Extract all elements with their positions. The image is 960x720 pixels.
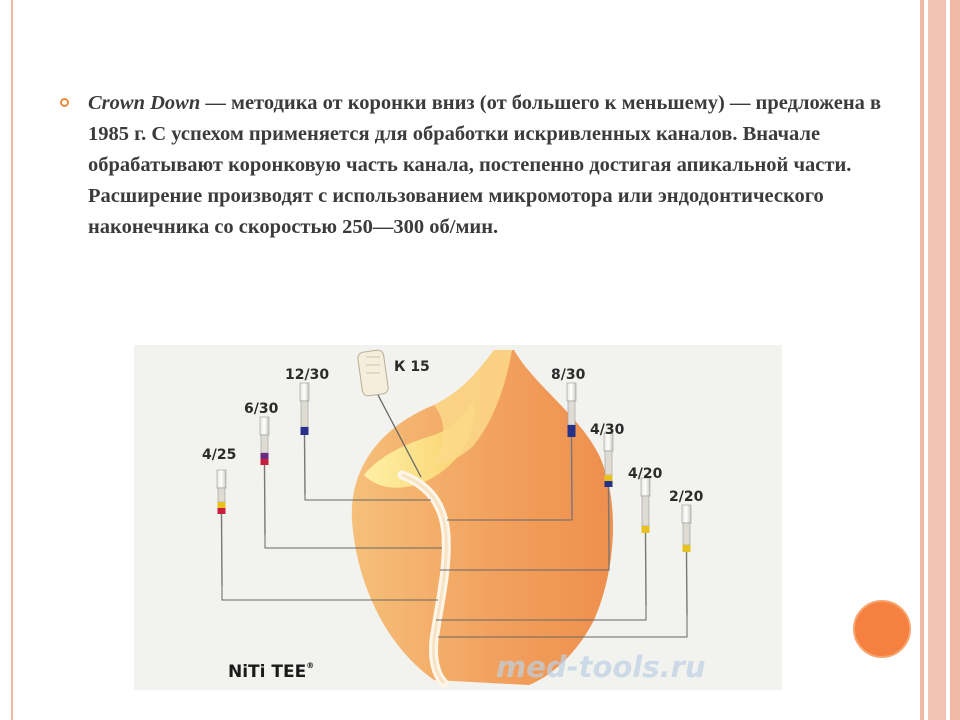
file-430 [440, 432, 614, 571]
brand-trademark: ® [306, 661, 314, 670]
label-k15: К 15 [394, 359, 430, 375]
bullet-circle-icon [60, 98, 69, 107]
label-830: 8/30 [551, 367, 586, 383]
label-1230: 12/30 [285, 367, 329, 383]
brand-niti-tee: NiTi TEE® [228, 661, 314, 682]
rotary-files [216, 382, 692, 638]
brand-name: NiTi TEE [228, 662, 306, 682]
label-220: 2/20 [669, 489, 704, 505]
file-425 [216, 469, 438, 601]
label-425: 4/25 [202, 447, 236, 463]
label-430: 4/30 [590, 422, 625, 438]
tooth-illustration [351, 350, 613, 688]
file-830 [447, 382, 577, 521]
file-1230 [299, 382, 431, 501]
file-220 [438, 504, 692, 638]
file-420 [436, 477, 651, 621]
decorative-orange-circle [853, 600, 911, 658]
k15-file [357, 349, 422, 478]
crown-down-term: Crown Down [88, 92, 201, 114]
file-630 [259, 416, 442, 549]
bullet-paragraph: Crown Down — методика от коронки вниз (о… [60, 88, 890, 243]
paragraph-text: Crown Down — методика от коронки вниз (о… [88, 88, 890, 243]
label-420: 4/20 [628, 466, 663, 482]
watermark-text: med-tools.ru [496, 650, 706, 684]
label-630: 6/30 [244, 401, 279, 417]
frame-right-bars [920, 0, 960, 720]
frame-left-line [11, 0, 13, 720]
paragraph-body: — методика от коронки вниз (от большего … [88, 92, 882, 238]
crown-down-diagram: К 15 12/30 6/30 4/25 8/30 4/30 4/20 2/20… [134, 345, 782, 690]
